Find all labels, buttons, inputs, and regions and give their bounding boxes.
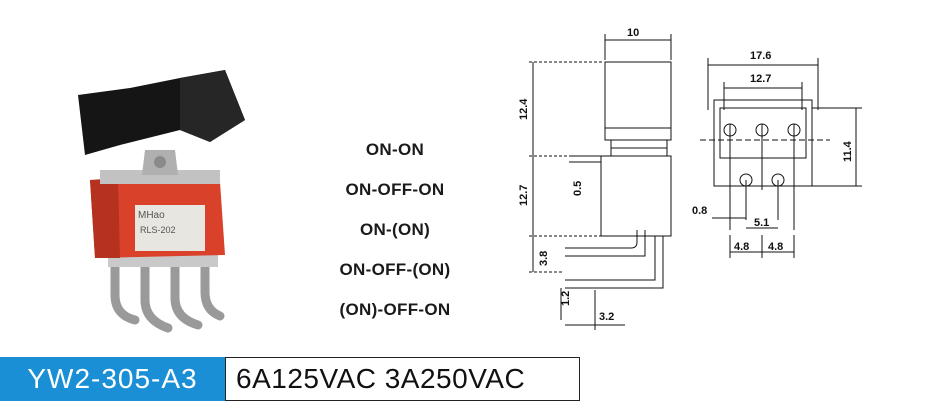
dim-pin-thickness: 0.8 [692,205,707,217]
switch-modes-list: ON-ON ON-OFF-ON ON-(ON) ON-OFF-(ON) (ON)… [300,130,490,330]
dim-pin-spacing: 5.1 [754,217,769,229]
dim-offset: 0.5 [572,181,584,196]
dim-top-width: 10 [627,27,639,39]
label-plate [135,205,205,251]
mode-on-mom: ON-(ON) [359,220,431,239]
body-marking-2: RLS-202 [140,225,176,235]
dim-height: 11.4 [842,140,854,162]
side-view-drawing: 10 12.4 12.7 3.8 0.5 1.2 3.2 [518,27,672,330]
dim-inner-width: 12.7 [750,73,771,85]
mode-on-on: ON-ON [365,140,425,159]
metal-bracket [100,170,220,184]
dim-pin-height: 1.2 [560,291,572,306]
electrical-rating: 6A125VAC 3A250VAC [225,357,580,401]
mode-on-off-on: ON-OFF-ON [345,180,445,199]
front-view-drawing: 17.6 12.7 11.4 0.8 5.1 4.8 4.8 [692,50,862,258]
body-marking-1: MHao [138,210,165,221]
dim-pitch-left: 4.8 [734,241,749,253]
dim-pin-offset: 3.8 [538,251,550,266]
terminal-legs [110,255,225,333]
mode-on-off-mom: ON-OFF-(ON) [339,260,451,279]
dim-pin-pitch: 3.2 [599,311,614,323]
model-number: YW2-305-A3 [0,357,225,401]
dim-overall-width: 17.6 [750,50,771,62]
mode-mom-off-on: (ON)-OFF-ON [339,300,451,319]
product-photo: MHao RLS-202 [78,70,245,333]
dim-pitch-right: 4.8 [768,241,783,253]
spec-footer: YW2-305-A3 6A125VAC 3A250VAC [0,355,930,405]
dim-actuator-height: 12.4 [518,98,530,120]
dim-body-height: 12.7 [518,185,530,206]
